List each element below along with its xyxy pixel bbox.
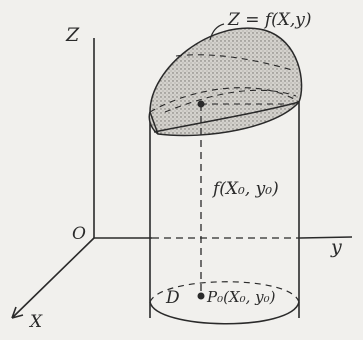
region-D-boundary-front — [149, 301, 300, 325]
cylinder-top-back-edge — [149, 87, 300, 113]
region-D-label: D — [166, 288, 180, 308]
surface-front-rim — [153, 101, 300, 133]
surface-left-fold — [149, 111, 159, 135]
coordinate-axes — [11, 38, 353, 319]
height-label: f(X₀, y₀) — [213, 179, 279, 199]
region-D-boundary-back — [149, 281, 300, 303]
surface-patch — [148, 27, 303, 137]
equation-leader-line — [209, 23, 225, 41]
cylinder — [149, 102, 300, 325]
z-axis-label: Z — [66, 24, 80, 46]
x-axis — [11, 237, 95, 319]
surface — [148, 27, 303, 137]
x-axis-arrowhead — [11, 306, 24, 319]
origin-label: O — [72, 224, 86, 244]
y-axis-solid-right — [299, 236, 353, 239]
surface-point — [197, 100, 205, 108]
x-axis-label: X — [30, 312, 43, 332]
surface-hidden-contour — [164, 89, 297, 113]
height-segment — [197, 100, 296, 300]
surface-equation-label: Z = f(X,y) — [228, 10, 312, 30]
base-point-P0 — [197, 292, 205, 300]
y-axis-label: y — [331, 236, 342, 258]
surface-ruling — [175, 54, 293, 71]
base-point-label: P₀(X₀, y₀) — [207, 288, 276, 306]
